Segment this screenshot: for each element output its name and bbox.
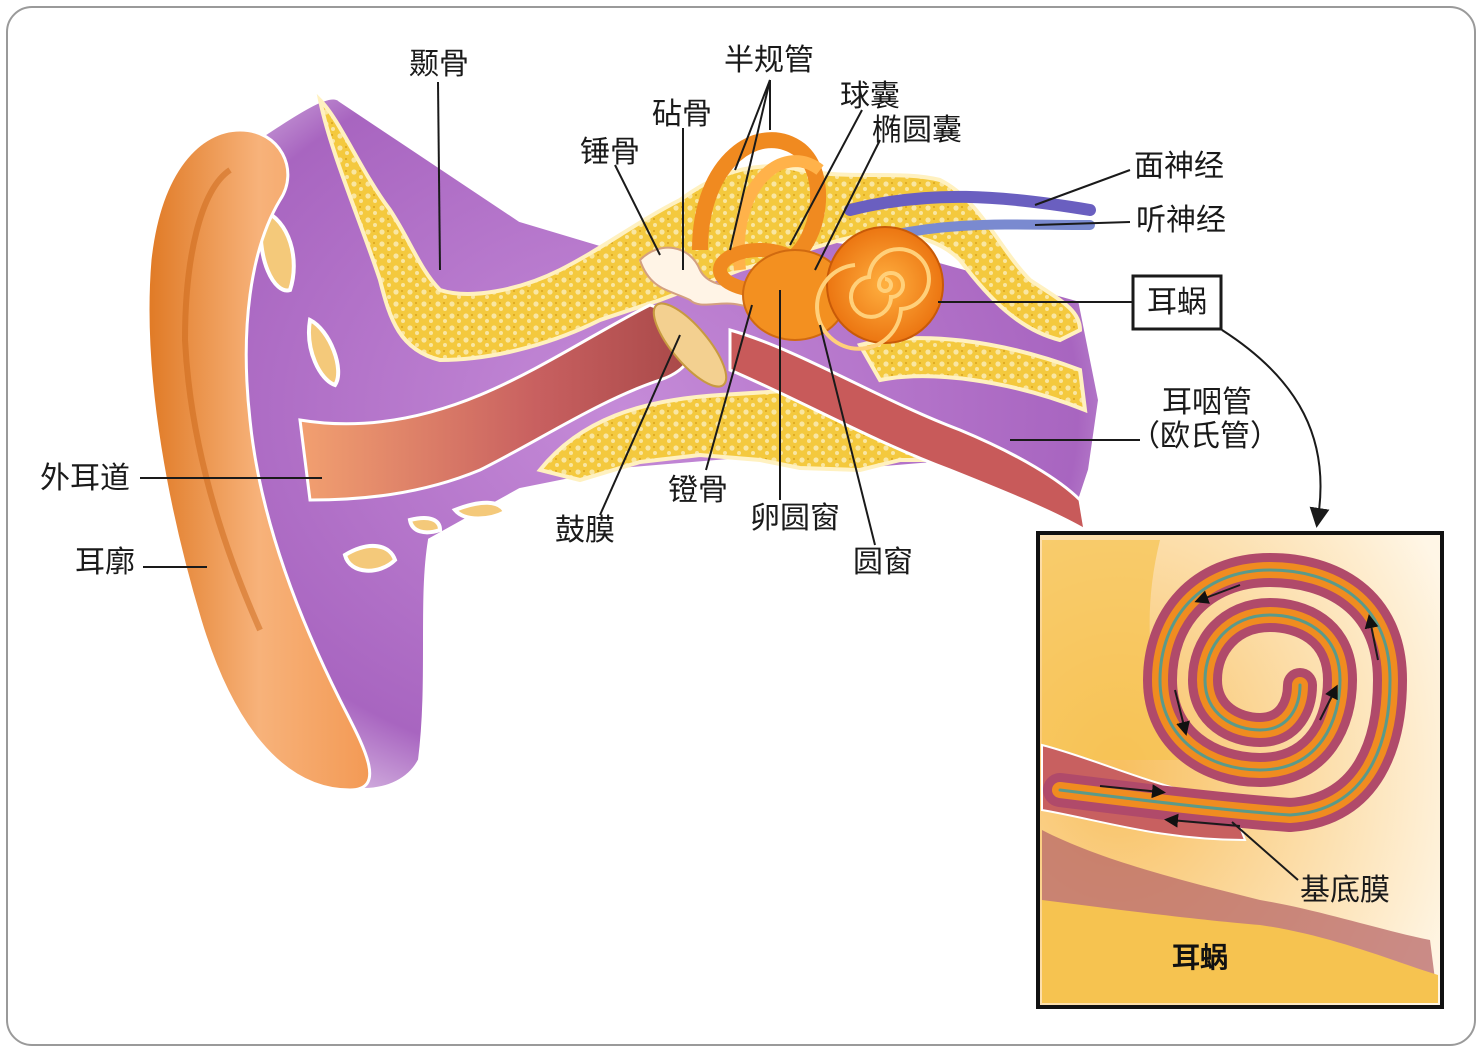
label-round-window: 圆窗	[853, 545, 913, 580]
auricle-fold	[181, 167, 263, 632]
leader-basilar-membrane	[1231, 821, 1299, 881]
cartilage-island-1	[258, 207, 296, 293]
label-stapes: 镫骨	[668, 473, 728, 508]
flow-arrow-3	[1364, 614, 1379, 661]
leader-facial-nerve	[1034, 169, 1131, 206]
eustachian-tube	[728, 328, 1087, 533]
leader-malleus	[614, 164, 661, 256]
flow-arrow-5	[1174, 689, 1190, 736]
facial-nerve-shape	[844, 190, 1096, 216]
inset-pointer-arrow	[1221, 329, 1330, 528]
inset-title: 耳蜗	[1172, 941, 1228, 974]
cochlea-inset	[1036, 531, 1444, 1009]
cartilage-island-3	[342, 543, 398, 573]
eardrum-shape	[652, 302, 728, 388]
leader-auditory-nerve	[1034, 221, 1131, 226]
inset-bone-lower	[1042, 900, 1438, 1003]
label-eustachian-tube-alt: （欧氏管）	[1130, 419, 1280, 454]
label-malleus: 锤骨	[580, 135, 640, 170]
leader-semicircular-1	[734, 79, 771, 171]
cochlea-shape	[815, 226, 944, 351]
label-auditory-nerve: 听神经	[1136, 203, 1226, 238]
label-utricle: 椭圆囊	[872, 113, 962, 148]
label-oval-window: 卵圆窗	[750, 501, 840, 536]
semicircular-canal-1	[692, 132, 827, 267]
label-auricle: 耳廓	[75, 545, 135, 580]
leader-saccule	[789, 109, 863, 246]
leader-temporal-bone	[437, 81, 441, 271]
flow-arrow-4	[1194, 584, 1241, 604]
inset-basilar-membrane-line	[1058, 568, 1392, 817]
label-incus: 砧骨	[652, 97, 712, 132]
cartilage-island-2	[307, 316, 341, 388]
auricle-shape	[146, 128, 372, 792]
flow-arrow-2	[1164, 813, 1241, 828]
inset-bone-background	[1042, 540, 1180, 760]
label-cochlea: 耳蜗	[1147, 285, 1207, 320]
leader-stapes	[705, 304, 753, 471]
flow-arrow-1	[1099, 784, 1166, 799]
label-temporal-bone: 颞骨	[409, 47, 469, 82]
semicircular-canal-2	[732, 155, 824, 271]
label-eustachian-tube: 耳咽管	[1162, 385, 1252, 420]
leader-semicircular-3	[729, 79, 771, 251]
label-facial-nerve: 面神经	[1134, 149, 1224, 184]
cartilage-island-4	[407, 516, 443, 535]
label-semicircular-canals: 半规管	[724, 43, 814, 78]
leader-utricle	[814, 139, 881, 271]
label-eardrum: 鼓膜	[555, 513, 615, 548]
leader-eardrum	[599, 334, 681, 516]
label-ear-canal: 外耳道	[40, 461, 130, 496]
label-basilar-membrane: 基底膜	[1300, 873, 1390, 908]
cochlea-label-box	[1131, 274, 1223, 331]
flow-arrow-6	[1319, 684, 1338, 721]
label-saccule: 球囊	[840, 79, 900, 114]
bone-right-strip	[856, 336, 1088, 414]
leader-round-window	[819, 324, 876, 546]
cartilage-island-5	[451, 500, 508, 521]
